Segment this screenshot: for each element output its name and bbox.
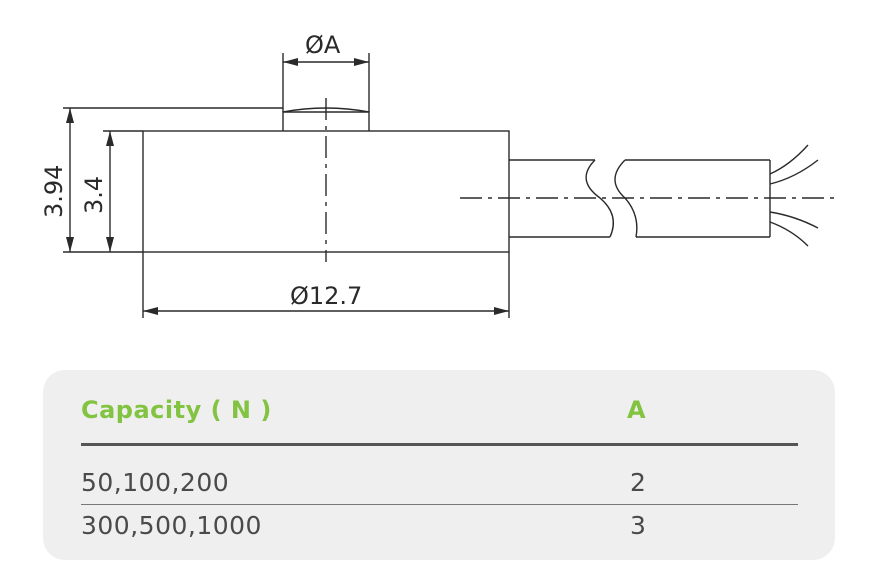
load-cell-drawing: ØA Ø12.7 3.94 3.4 [40,31,840,318]
dim-label-diameter-12-7: Ø12.7 [290,282,362,310]
dimension-arrows [66,58,509,315]
row-2-a: 3 [630,511,647,540]
dim-label-height-3-4: 3.4 [80,176,108,214]
capacity-table-panel [43,370,835,560]
wires [769,144,819,247]
header-capacity: Capacity ( N ) [81,396,272,424]
row-1-a: 2 [630,468,647,497]
row-1-capacity: 50,100,200 [81,468,230,497]
row-divider [81,504,798,505]
header-a: A [627,396,647,424]
row-2-capacity: 300,500,1000 [81,511,262,540]
dim-label-diameter-a: ØA [305,31,341,59]
header-divider [81,443,798,446]
dim-label-height-3-94: 3.94 [40,165,68,218]
